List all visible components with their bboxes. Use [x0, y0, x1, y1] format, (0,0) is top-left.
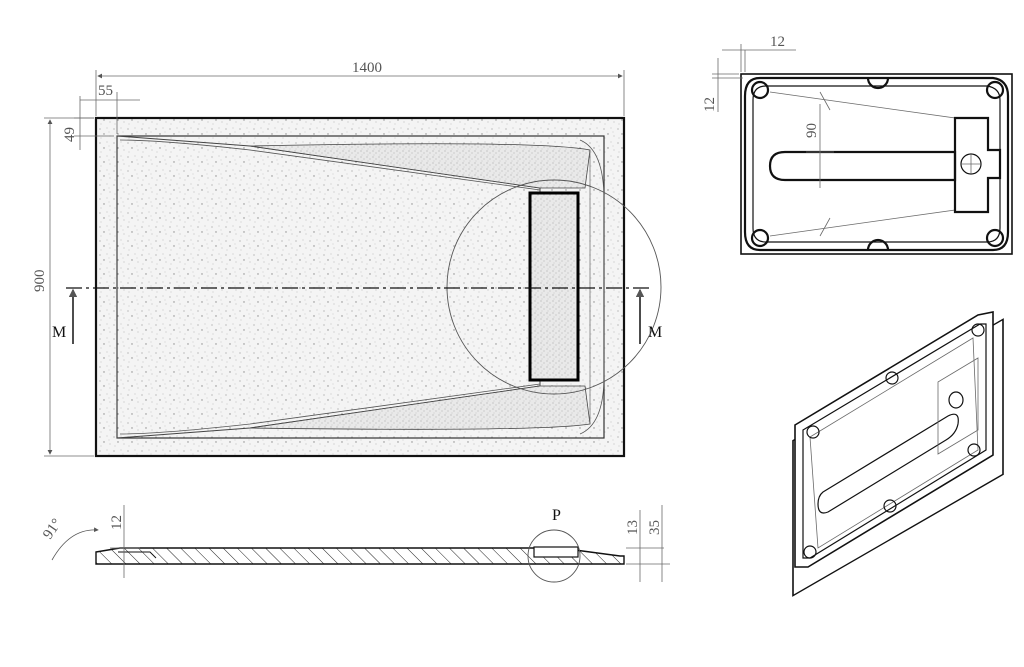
- dim-iso-rim-side: 12: [702, 97, 718, 112]
- dim-rim-offset: 49: [62, 127, 78, 142]
- dim-35: 35: [647, 520, 663, 535]
- dim-length: 1400: [352, 60, 382, 76]
- profile-section: [95, 547, 625, 565]
- plan-view: M M: [52, 116, 662, 458]
- dim-edge-offset: 55: [98, 83, 113, 99]
- slot: [768, 150, 957, 182]
- section-label-left: M: [52, 324, 66, 341]
- isometric-view: [792, 311, 1004, 597]
- dim-13: 13: [625, 520, 641, 535]
- top-right-view: 90 12 12: [702, 34, 1013, 255]
- dim-iso-rim-top: 12: [770, 34, 785, 50]
- linear-drain: [528, 191, 580, 382]
- plan-dimensions: 1400 55 49 900: [32, 60, 625, 457]
- detail-circle-plan: [446, 179, 662, 395]
- dim-iso-depth: 90: [804, 123, 820, 138]
- lower-gutter: [249, 385, 591, 430]
- section-label-right: M: [648, 324, 662, 341]
- iso-outline: [794, 311, 994, 568]
- dim-profile-depth: 12: [109, 515, 125, 530]
- dim-angle: 91°: [40, 516, 65, 542]
- profile-drain: [533, 546, 579, 558]
- detail-circle-profile: [527, 529, 581, 583]
- iso-slot: [817, 413, 959, 514]
- dim-width: 900: [32, 270, 48, 293]
- detail-label: P: [552, 507, 561, 524]
- profile-view: P 12 91° 13 35: [40, 505, 670, 583]
- upper-gutter: [249, 143, 591, 189]
